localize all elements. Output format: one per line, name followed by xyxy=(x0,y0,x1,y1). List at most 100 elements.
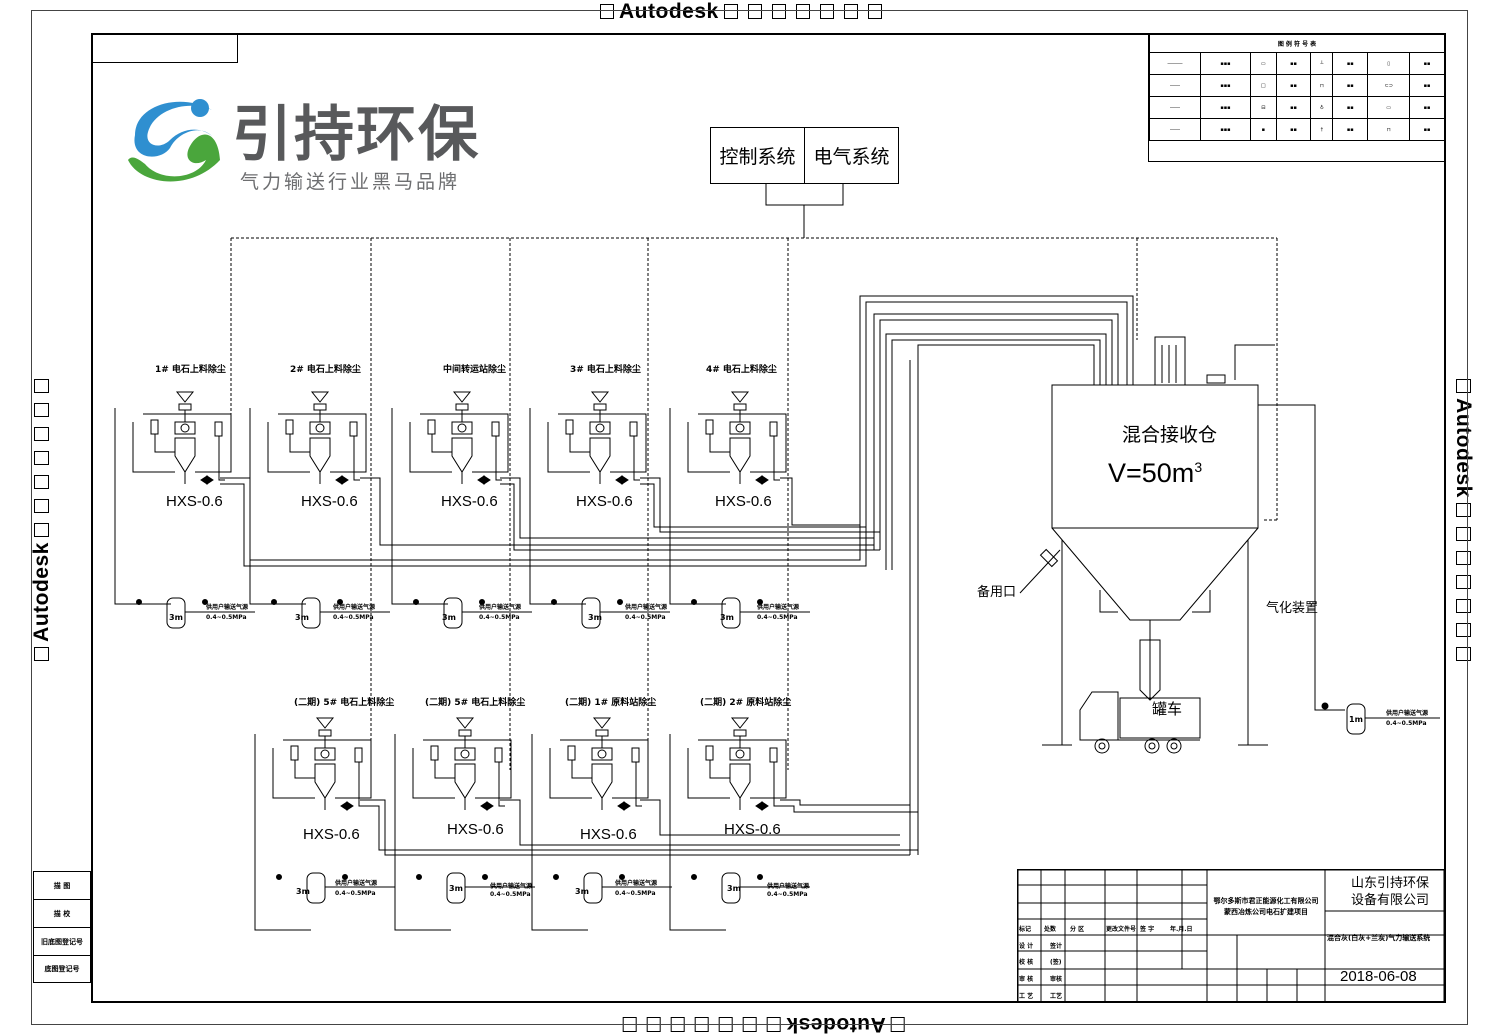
project-name: 鄂尔多斯市君正能源化工有限公司 蒙西冶炼公司电石扩建项目 xyxy=(1213,897,1319,916)
silo-volume: V=50m3 xyxy=(1108,458,1203,488)
air-note: 供用户输送气源 xyxy=(615,880,658,887)
air-note: 供用户输送气源 xyxy=(625,604,668,611)
silo-air-note: 供用户输送气源 xyxy=(1386,710,1429,717)
dust-collector-top-2 xyxy=(249,391,390,629)
left-registration-tab: 描 图 描 校 旧底图登记号 底图登记号 xyxy=(33,871,91,987)
gasifier-label: 气化装置 xyxy=(1266,601,1319,616)
air-pressure: 0.4~0.5MPa xyxy=(335,890,376,897)
silo-air-tank xyxy=(1321,702,1440,735)
tank-label: 3m xyxy=(296,887,310,896)
tank-label: 3m xyxy=(449,884,463,893)
outer-frame xyxy=(31,10,1468,1025)
dust-collector-bottom-1 xyxy=(254,717,395,931)
truck-label: 罐车 xyxy=(1152,700,1183,718)
tb-role-value: 审核 xyxy=(1050,976,1063,983)
unit-model: HXS-0.6 xyxy=(166,493,223,510)
left-tab-cell: 旧底图登记号 xyxy=(33,927,91,955)
air-pressure: 0.4~0.5MPa xyxy=(625,614,666,621)
drawing-number-box xyxy=(92,34,238,63)
air-pressure: 0.4~0.5MPa xyxy=(490,891,531,898)
unit-title: 3# 电石上料除尘 xyxy=(570,365,641,375)
unit-title: 2# 电石上料除尘 xyxy=(290,365,361,375)
air-pressure: 0.4~0.5MPa xyxy=(757,614,798,621)
dust-collector-top-1 xyxy=(114,391,255,629)
unit-model: HXS-0.6 xyxy=(724,821,781,838)
tank-label: 3m xyxy=(169,613,183,622)
silo-name: 混合接收仓 xyxy=(1122,424,1218,446)
air-note: 供用户输送气源 xyxy=(757,604,800,611)
tb-role-value: (签) xyxy=(1050,959,1062,966)
unit-model: HXS-0.6 xyxy=(303,826,360,843)
tank-label: 3m xyxy=(442,613,456,622)
unit-title: (二期) 2# 原料站除尘 xyxy=(700,698,792,708)
tb-col-label: 年.月.日 xyxy=(1170,926,1193,933)
tb-role-label: 工 艺 xyxy=(1019,993,1034,1000)
air-note: 供用户输送气源 xyxy=(333,604,376,611)
tank-label: 3m xyxy=(727,884,741,893)
unit-model: HXS-0.6 xyxy=(580,826,637,843)
unit-title: 1# 电石上料除尘 xyxy=(155,365,226,375)
brand-slogan: 气力输送行业黑马品牌 xyxy=(240,171,461,193)
unit-model: HXS-0.6 xyxy=(576,493,633,510)
silo-tank-label: 1m xyxy=(1349,715,1363,724)
legend-table: 图 例 符 号 表 ―――▪▪▪▭▪▪┴▪▪▯▪▪ ――▪▪▪□▪▪⊓▪▪⊂⊃▪… xyxy=(1148,34,1445,162)
unit-title: (二期) 5# 电石上料除尘 xyxy=(425,698,526,708)
drawing-title: 混合灰(白灰+兰炭)气力输送系统 xyxy=(1327,934,1431,942)
tb-col-label: 更改文件号 xyxy=(1106,926,1137,933)
drawing-date: 2018-06-08 xyxy=(1340,968,1417,985)
electrical-system-box: 电气系统 xyxy=(804,127,899,184)
control-connector xyxy=(765,184,844,206)
tb-col-label: 处数 xyxy=(1044,926,1057,933)
silo-air-pressure: 0.4~0.5MPa xyxy=(1386,720,1427,727)
unit-model: HXS-0.6 xyxy=(447,821,504,838)
watermark-top: Autodesk xyxy=(595,0,887,24)
tb-col-label: 标记 xyxy=(1019,926,1032,933)
tb-col-label: 分 区 xyxy=(1070,926,1085,933)
left-tab-cell: 底图登记号 xyxy=(33,955,91,983)
company-name: 山东引持环保设备有限公司 xyxy=(1350,876,1429,908)
conveying-pipes xyxy=(220,295,1134,856)
left-tab-cell: 描 校 xyxy=(33,899,91,927)
air-pressure: 0.4~0.5MPa xyxy=(206,614,247,621)
tb-col-label: 签 字 xyxy=(1140,926,1155,933)
brand-logo-icon xyxy=(128,99,220,182)
unit-title: 中间转运站除尘 xyxy=(443,365,507,375)
left-tab-cell: 描 图 xyxy=(33,871,91,899)
tb-role-label: 设 计 xyxy=(1019,943,1034,950)
tank-label: 3m xyxy=(575,887,589,896)
title-block-grid xyxy=(1017,869,1445,1003)
dust-collector-top-3 xyxy=(391,391,532,629)
truck-icon xyxy=(1079,691,1201,754)
unit-title: 4# 电石上料除尘 xyxy=(706,365,777,375)
air-pressure: 0.4~0.5MPa xyxy=(767,891,808,898)
air-note: 供用户输送气源 xyxy=(335,880,378,887)
unit-title: (二期) 1# 原料站除尘 xyxy=(565,698,657,708)
unit-model: HXS-0.6 xyxy=(301,493,358,510)
air-note: 供用户输送气源 xyxy=(490,883,533,890)
signal-bus xyxy=(230,237,1278,770)
tb-role-value: 签计 xyxy=(1050,943,1063,950)
unit-model: HXS-0.6 xyxy=(715,493,772,510)
dust-collector-bottom-2 xyxy=(394,717,535,931)
tank-label: 3m xyxy=(720,613,734,622)
air-note: 供用户输送气源 xyxy=(767,883,810,890)
dust-collector-bottom-3 xyxy=(531,717,672,931)
air-note: 供用户输送气源 xyxy=(206,604,249,611)
drawing-frame xyxy=(91,33,1446,1003)
dust-collector-bottom-4 xyxy=(669,717,810,931)
air-note: 供用户输送气源 xyxy=(479,604,522,611)
tb-role-label: 校 核 xyxy=(1019,959,1034,966)
brand-name: 引持环保 xyxy=(232,100,480,170)
air-pressure: 0.4~0.5MPa xyxy=(479,614,520,621)
dust-collector-top-5 xyxy=(669,391,810,629)
tank-label: 3m xyxy=(588,613,602,622)
air-pressure: 0.4~0.5MPa xyxy=(615,890,656,897)
silo-shape xyxy=(1019,336,1345,746)
unit-model: HXS-0.6 xyxy=(441,493,498,510)
dust-collector-top-4 xyxy=(529,391,670,629)
tank-label: 3m xyxy=(295,613,309,622)
unit-title: (二期) 5# 电石上料除尘 xyxy=(294,698,395,708)
spare-port-label: 备用口 xyxy=(977,585,1017,600)
air-pressure: 0.4~0.5MPa xyxy=(333,614,374,621)
